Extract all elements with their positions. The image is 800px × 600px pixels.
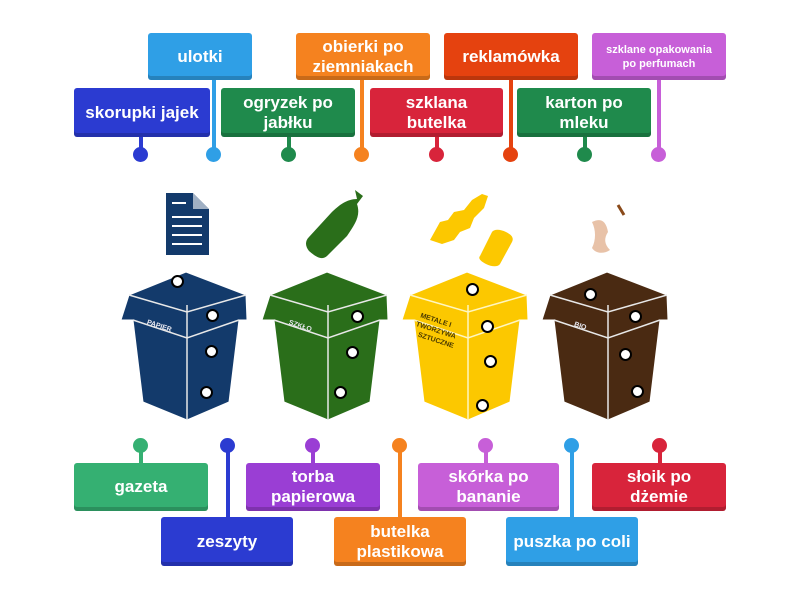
- drop-target-pin[interactable]: [346, 346, 359, 359]
- label-anchor-dot[interactable]: [429, 147, 444, 162]
- label-connector: [360, 80, 364, 155]
- label-anchor-dot[interactable]: [354, 147, 369, 162]
- label-anchor-dot[interactable]: [577, 147, 592, 162]
- bin-1: PAPIER: [120, 271, 248, 421]
- label-anchor-dot[interactable]: [305, 438, 320, 453]
- bin-2: SZKŁO: [261, 271, 389, 421]
- label-anchor-dot[interactable]: [564, 438, 579, 453]
- drop-target-pin[interactable]: [631, 385, 644, 398]
- label-connector: [311, 446, 315, 463]
- label-text: butelka plastikowa: [356, 521, 444, 561]
- label-text: reklamówka: [462, 46, 560, 66]
- label-connector: [509, 80, 513, 155]
- draggable-label[interactable]: szklane opakowania po perfumach: [592, 33, 726, 80]
- label-connector: [657, 80, 661, 155]
- draggable-label[interactable]: słoik po dżemie: [592, 463, 726, 511]
- label-text: ulotki: [177, 46, 223, 66]
- label-text: szklane opakowania po perfumach: [606, 43, 712, 70]
- label-text: skorupki jajek: [85, 102, 199, 122]
- label-connector: [287, 137, 291, 155]
- label-text: szklana butelka: [405, 92, 468, 132]
- label-anchor-dot[interactable]: [281, 147, 296, 162]
- label-connector: [139, 446, 143, 463]
- draggable-label[interactable]: ulotki: [148, 33, 252, 80]
- label-connector: [398, 446, 402, 517]
- label-anchor-dot[interactable]: [133, 147, 148, 162]
- label-anchor-dot[interactable]: [133, 438, 148, 453]
- label-connector: [658, 446, 662, 463]
- label-connector: [570, 446, 574, 517]
- label-connector: [484, 446, 488, 463]
- label-anchor-dot[interactable]: [652, 438, 667, 453]
- label-text: torba papierowa: [270, 467, 356, 506]
- label-anchor-dot[interactable]: [651, 147, 666, 162]
- label-text: skórka po bananie: [448, 467, 529, 506]
- label-connector: [212, 80, 216, 155]
- draggable-label[interactable]: butelka plastikowa: [334, 517, 466, 566]
- drop-target-pin[interactable]: [629, 310, 642, 323]
- drop-target-pin[interactable]: [466, 283, 479, 296]
- label-text: karton po mleku: [545, 92, 623, 132]
- apple-core-icon: [592, 204, 626, 253]
- label-text: obierki po ziemniakach: [312, 36, 414, 76]
- draggable-label[interactable]: puszka po coli: [506, 517, 638, 566]
- drop-target-pin[interactable]: [484, 355, 497, 368]
- draggable-label[interactable]: zeszyty: [161, 517, 293, 566]
- label-anchor-dot[interactable]: [220, 438, 235, 453]
- label-text: puszka po coli: [513, 531, 631, 551]
- label-anchor-dot[interactable]: [503, 147, 518, 162]
- label-anchor-dot[interactable]: [206, 147, 221, 162]
- label-text: ogryzek po jabłku: [243, 92, 333, 132]
- label-anchor-dot[interactable]: [392, 438, 407, 453]
- drop-target-pin[interactable]: [619, 348, 632, 361]
- drop-target-pin[interactable]: [334, 386, 347, 399]
- label-connector: [226, 446, 230, 517]
- draggable-label[interactable]: skorupki jajek: [74, 88, 210, 137]
- drop-target-pin[interactable]: [351, 310, 364, 323]
- drop-target-pin[interactable]: [206, 309, 219, 322]
- draggable-label[interactable]: gazeta: [74, 463, 208, 511]
- bin-4: BIO: [541, 271, 669, 421]
- drop-target-pin[interactable]: [200, 386, 213, 399]
- label-text: słoik po dżemie: [626, 467, 692, 506]
- label-connector: [583, 137, 587, 155]
- label-anchor-dot[interactable]: [478, 438, 493, 453]
- drop-target-pin[interactable]: [476, 399, 489, 412]
- drop-target-pin[interactable]: [584, 288, 597, 301]
- label-connector: [435, 137, 439, 155]
- draggable-label[interactable]: szklana butelka: [370, 88, 503, 137]
- label-text: zeszyty: [196, 531, 258, 551]
- drop-target-pin[interactable]: [171, 275, 184, 288]
- draggable-label[interactable]: torba papierowa: [246, 463, 380, 511]
- glass-bottle-icon: [306, 190, 363, 259]
- bin-label: BIO: [573, 321, 588, 332]
- plastic-bottle-and-can-icon: [430, 194, 513, 267]
- draggable-label[interactable]: obierki po ziemniakach: [296, 33, 430, 80]
- paper-document-icon: [166, 193, 209, 255]
- draggable-label[interactable]: ogryzek po jabłku: [221, 88, 355, 137]
- label-text: gazeta: [114, 477, 168, 496]
- drop-target-pin[interactable]: [205, 345, 218, 358]
- label-connector: [139, 137, 143, 155]
- draggable-label[interactable]: karton po mleku: [517, 88, 651, 137]
- draggable-label[interactable]: reklamówka: [444, 33, 578, 80]
- draggable-label[interactable]: skórka po bananie: [418, 463, 559, 511]
- drop-target-pin[interactable]: [481, 320, 494, 333]
